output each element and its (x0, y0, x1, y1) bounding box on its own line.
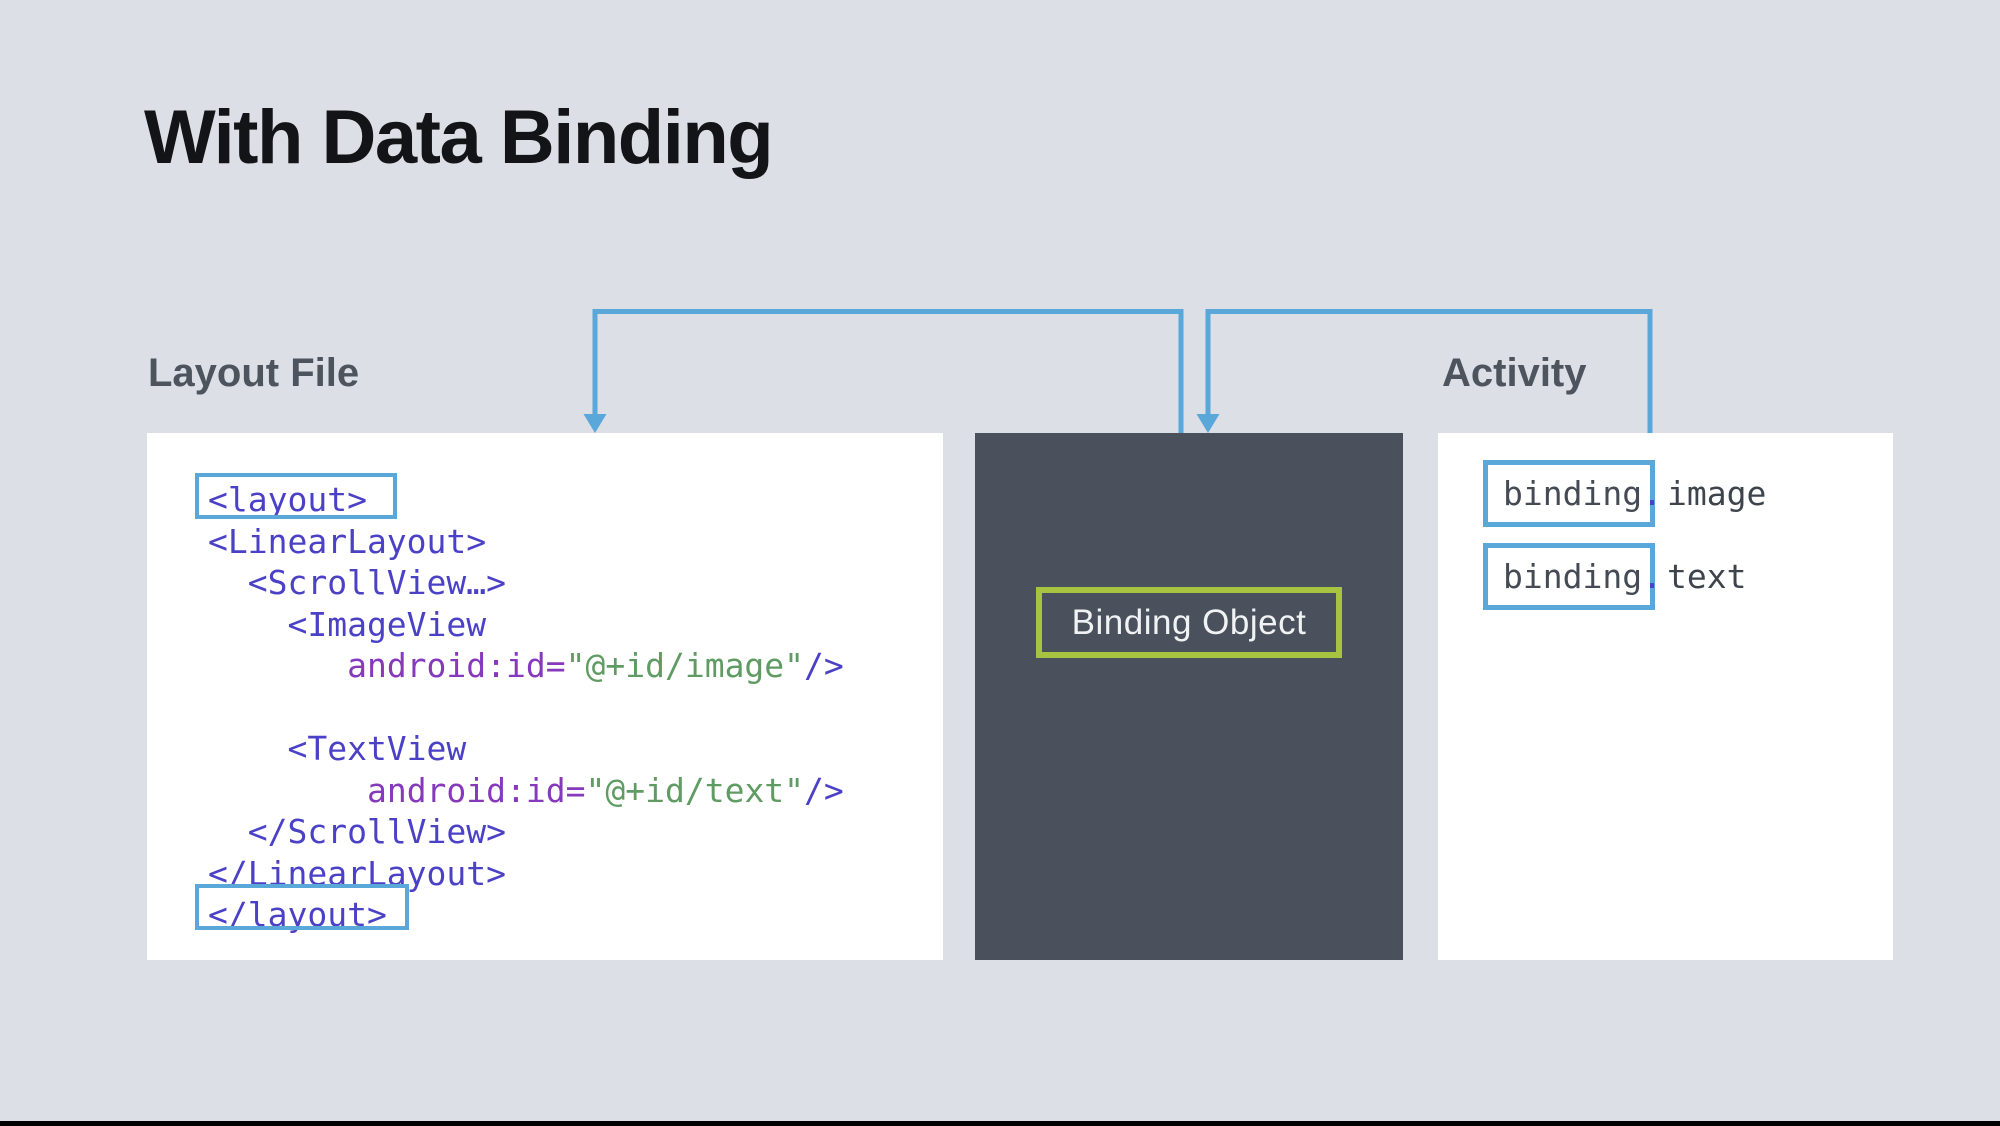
code-line: </LinearLayout> (208, 853, 844, 895)
code-line: </layout> (208, 894, 844, 936)
code-segment: /> (804, 646, 844, 685)
code-line: <layout> (208, 479, 844, 521)
binding-property: text (1667, 557, 1747, 596)
code-segment: <ScrollView…> (208, 563, 507, 602)
code-segment: <layout> (208, 480, 367, 519)
binding-row: binding.text (1483, 543, 1893, 610)
code-line (208, 687, 844, 729)
code-line: </ScrollView> (208, 811, 844, 853)
member-access-dot: . (1642, 474, 1662, 513)
binding-object-ref-box: binding. (1483, 543, 1662, 610)
code-segment: "@+id/image" (565, 646, 805, 685)
binding-property: image (1667, 474, 1767, 513)
code-segment: /> (804, 770, 844, 810)
binding-object-box: Binding Object (1036, 587, 1342, 658)
layout-file-panel: <layout><LinearLayout> <ScrollView…> <Im… (147, 433, 943, 960)
code-line: <TextView (208, 728, 844, 770)
layout-file-label: Layout File (148, 351, 360, 395)
code-line: <LinearLayout> (208, 521, 844, 563)
code-segment: android:id= (347, 646, 566, 685)
code-line: android:id="@+id/image"/> (208, 645, 844, 687)
bottom-letterbox-bar (0, 1121, 2000, 1126)
code-segment: </layout> (208, 895, 387, 934)
code-line: android:id="@+id/text"/> (208, 770, 844, 812)
code-segment: <ImageView (208, 604, 487, 644)
binding-object-label: Binding Object (1071, 602, 1307, 642)
code-segment: <LinearLayout> (208, 521, 487, 561)
code-line: <ImageView (208, 604, 844, 646)
code-segment (208, 771, 367, 810)
binding-object-ref: binding (1503, 474, 1643, 513)
binding-object-ref-box: binding. (1483, 460, 1662, 527)
code-segment: </LinearLayout> (208, 853, 507, 893)
code-segment: <TextView (208, 729, 467, 768)
layout-code: <layout><LinearLayout> <ScrollView…> <Im… (208, 479, 844, 936)
code-segment: </ScrollView> (208, 812, 507, 851)
code-segment (208, 646, 347, 685)
code-line: <ScrollView…> (208, 562, 844, 604)
code-segment: "@+id/text" (585, 770, 805, 810)
page-title: With Data Binding (144, 95, 774, 180)
binding-object-ref: binding (1503, 557, 1643, 596)
activity-label: Activity (1442, 351, 1587, 395)
member-access-dot: . (1642, 557, 1662, 596)
code-segment: android:id= (366, 770, 586, 810)
arrow-binding-to-layout-icon (583, 309, 1184, 444)
binding-object-panel: Binding Object (975, 433, 1403, 960)
binding-row: binding.image (1483, 460, 1893, 527)
